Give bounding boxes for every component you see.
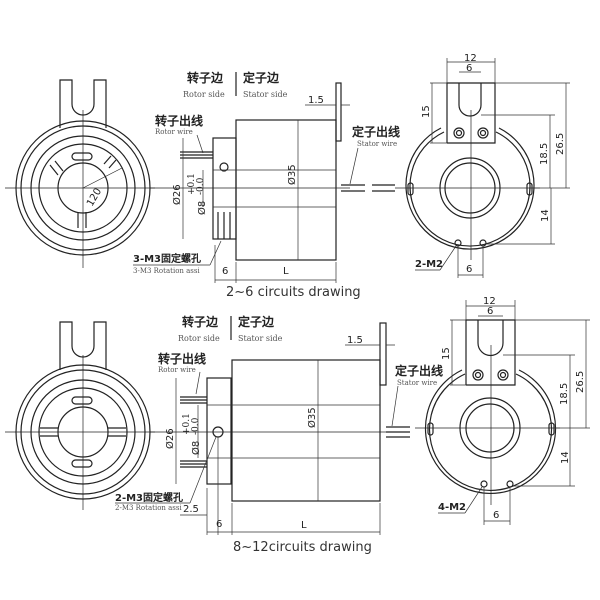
rotor-side-cn: 转子边 [182,314,219,329]
length-L: L [283,266,289,277]
stator-wire-cn: 定子出线 [352,124,400,139]
mount-holes-label: 4-M2 [438,502,466,513]
screw-holes-en: 2-M3 Rotation assi [115,504,182,512]
rotor-side-en: Rotor side [183,90,225,99]
stator-side-en: Stator side [243,90,288,99]
bottom-rotor-end-view [5,321,155,510]
mount-holes-label: 2-M2 [415,259,443,270]
rotor-wire-cn: 转子出线 [158,351,206,366]
height-15: 15 [421,105,432,118]
height-18-5: 18.5 [539,143,550,165]
rotor-wire-en: Rotor wire [158,366,196,374]
top-rotor-end-view: 120 [5,79,155,268]
top-side-view: 转子边 Rotor side 定子边 Stator side 转子出线 Roto… [133,70,400,300]
width-6: 6 [487,306,493,317]
flange-thickness: 1.5 [347,335,363,346]
stator-side-en: Stator side [238,334,283,343]
stator-wire-en: Stator wire [357,140,397,148]
hole-spacing: 6 [466,264,472,275]
stator-side-cn: 定子边 [243,70,280,85]
height-15: 15 [441,347,452,360]
diameter-8: Ø8 [190,441,202,455]
rotor-wire-en: Rotor wire [155,128,193,136]
height-14: 14 [560,451,571,464]
stator-wire-cn: 定子出线 [395,363,443,378]
tolerance-plus: +0.1 [187,173,197,195]
tolerance-minus: -0.0 [191,417,201,435]
hole-spacing: 6 [493,510,499,521]
diameter-35: Ø35 [286,164,298,185]
length-L: L [301,520,307,531]
tolerance-plus: +0.1 [182,413,192,435]
diameter-8: Ø8 [196,201,208,215]
tolerance-minus: -0.0 [196,177,206,195]
diameter-26: Ø26 [171,184,183,205]
rotor-wire-cn: 转子出线 [155,113,203,128]
screw-holes-cn: 3-M3固定螺孔 [133,252,201,265]
rotor-side-en: Rotor side [178,334,220,343]
stator-side-cn: 定子边 [238,314,275,329]
height-14: 14 [540,209,551,222]
stator-wire-en: Stator wire [397,379,437,387]
bottom-side-view: 转子边 Rotor side 定子边 Stator side 转子出线 Roto… [115,314,443,555]
width-6: 6 [466,63,472,74]
length-2-5: 2.5 [183,504,199,515]
diameter-26: Ø26 [164,428,176,449]
diameter-35: Ø35 [306,407,318,428]
width-12: 12 [483,296,496,307]
screw-holes-en: 3-M3 Rotation assi [133,267,200,275]
height-26-5: 26.5 [555,133,566,155]
screw-holes-cn: 2-M3固定螺孔 [115,491,183,504]
length-6: 6 [216,519,222,530]
top-drawing-title: 2~6 circuits drawing [226,285,361,300]
height-18-5: 18.5 [559,383,570,405]
height-26-5: 26.5 [575,371,586,393]
width-12: 12 [464,53,477,64]
length-6: 6 [222,266,228,277]
top-stator-end-view: 12 6 15 18.5 26.5 14 6 2-M2 [395,53,570,278]
rotor-side-cn: 转子边 [187,70,224,85]
bottom-drawing-title: 8~12circuits drawing [233,540,372,555]
flange-thickness: 1.5 [308,95,324,106]
bottom-stator-end-view: 12 6 15 18.5 26.5 14 6 4-M2 [415,296,590,525]
